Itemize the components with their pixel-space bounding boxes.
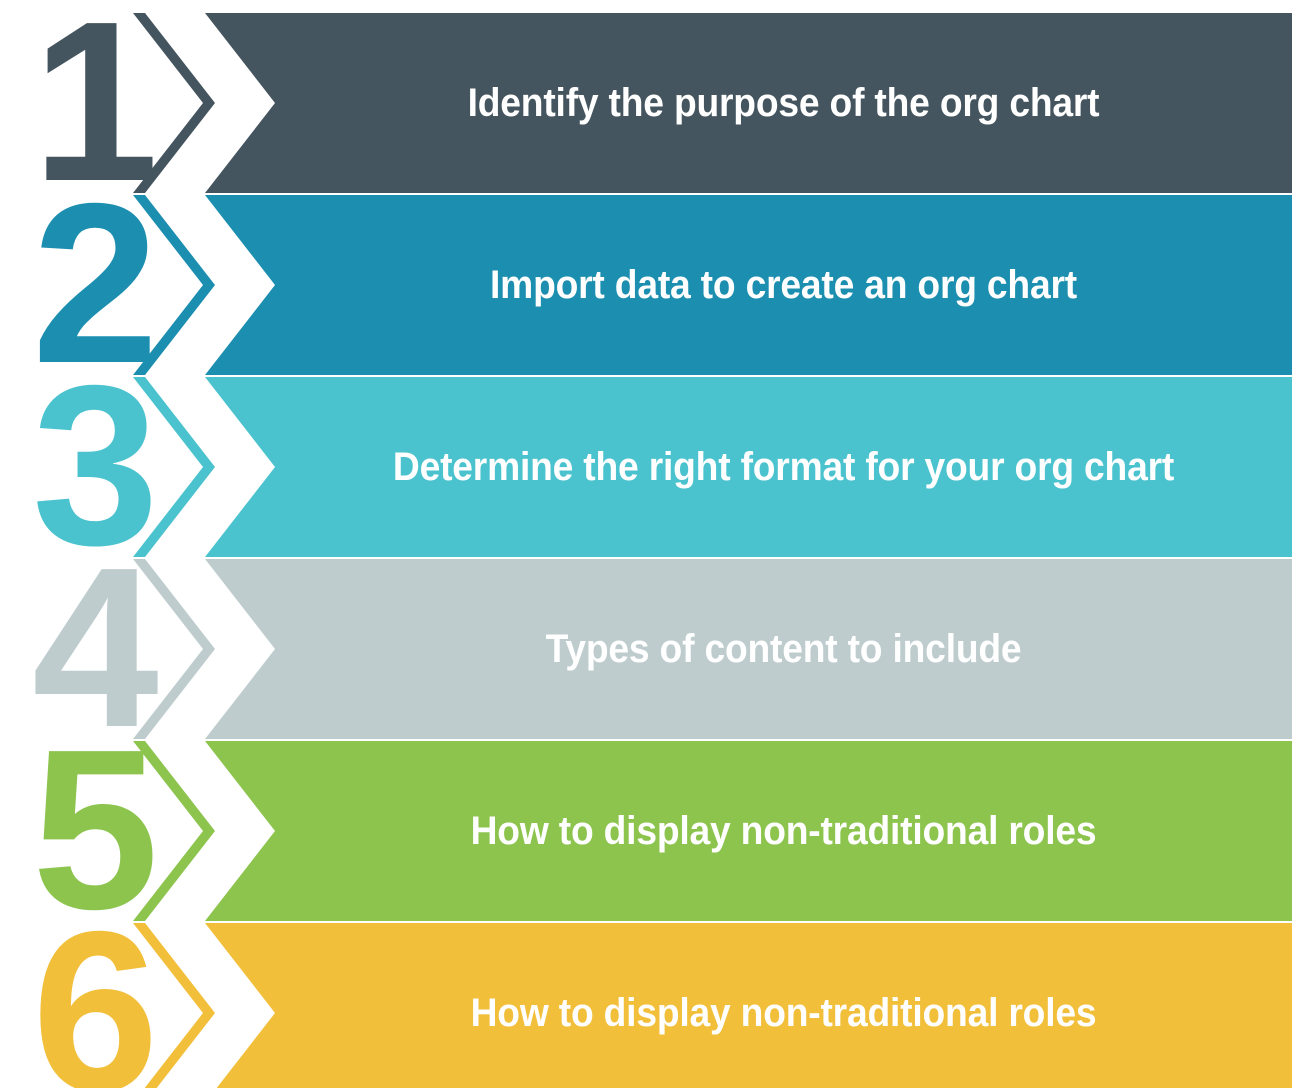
- step-number: 2: [32, 157, 159, 411]
- step-number: 4: [32, 521, 159, 775]
- step-number: 1: [32, 0, 159, 229]
- step-bar: [205, 559, 1292, 739]
- step-number: 5: [32, 703, 159, 957]
- step-label: Types of content to include: [545, 626, 1022, 671]
- step-number: 6: [32, 885, 159, 1088]
- step-label: How to display non-traditional roles: [470, 990, 1097, 1035]
- step-bar: [205, 377, 1292, 557]
- step-bar: [205, 923, 1292, 1088]
- step-label: Determine the right format for your org …: [392, 444, 1175, 489]
- step-bar: [205, 13, 1292, 193]
- step-label: How to display non-traditional roles: [470, 808, 1097, 853]
- process-step-row[interactable]: 5 How to display non-traditional roles: [0, 703, 1306, 957]
- step-label: Identify the purpose of the org chart: [467, 80, 1100, 125]
- process-step-row[interactable]: 1 Identify the purpose of the org chart: [0, 0, 1306, 229]
- step-number: 3: [32, 339, 159, 593]
- step-bar: [205, 741, 1292, 921]
- process-step-row[interactable]: 3 Determine the right format for your org…: [0, 339, 1306, 593]
- process-step-row[interactable]: 4 Types of content to include: [0, 521, 1306, 775]
- process-step-row[interactable]: 2 Import data to create an org chart: [0, 157, 1306, 411]
- step-bar: [205, 195, 1292, 375]
- step-label: Import data to create an org chart: [490, 262, 1077, 307]
